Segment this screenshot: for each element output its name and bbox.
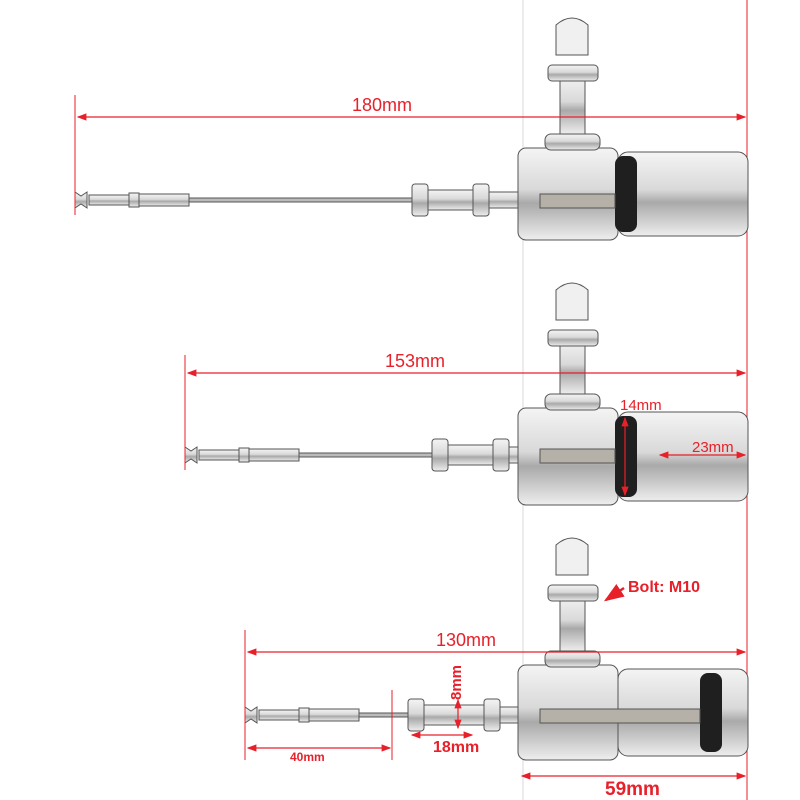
banjo-base xyxy=(544,393,601,411)
rod-boot xyxy=(508,446,519,464)
reservoir-cap xyxy=(617,151,749,237)
clevis-rod xyxy=(248,448,300,462)
rubber-seal xyxy=(615,156,637,232)
clevis-rod xyxy=(138,193,190,207)
piston-rod xyxy=(539,193,616,209)
rubber-seal xyxy=(700,673,722,752)
bleeder-stem xyxy=(559,74,586,135)
bleeder-stem xyxy=(559,594,586,652)
lock-nut xyxy=(492,438,510,472)
push-rod xyxy=(298,452,433,458)
reservoir-cap xyxy=(617,411,749,502)
threaded-rod xyxy=(423,704,485,726)
bleeder-nut xyxy=(547,64,599,82)
banjo-base xyxy=(544,650,601,668)
length-153-label: 153mm xyxy=(385,351,446,371)
bleeder-cap xyxy=(555,282,589,321)
clevis-rod xyxy=(198,449,240,461)
banjo-base xyxy=(544,133,601,151)
bolt-pointer-arrow xyxy=(603,584,625,602)
bolt-size-label: Bolt: M10 xyxy=(628,579,700,596)
bleeder-cap xyxy=(555,537,589,576)
length-180-label: 180mm xyxy=(352,95,413,115)
clevis-collar xyxy=(128,192,140,208)
thread-diameter-label: 8mm xyxy=(448,664,465,700)
clevis-end xyxy=(244,706,258,724)
seal-diameter-label: 14mm xyxy=(620,397,662,414)
lock-nut xyxy=(431,438,449,472)
clevis-end xyxy=(74,191,88,209)
body-length-label: 59mm xyxy=(605,779,660,800)
bleeder-stem xyxy=(559,339,586,395)
cylinder-assembly-1 xyxy=(74,17,749,241)
push-rod xyxy=(188,197,413,203)
lock-nut xyxy=(411,183,429,217)
clevis-rod xyxy=(308,708,360,722)
lock-nut xyxy=(472,183,490,217)
bleeder-cap xyxy=(555,17,589,56)
threaded-rod xyxy=(447,444,494,466)
bleeder-nut xyxy=(547,584,599,602)
clevis-end xyxy=(184,446,198,464)
rod-boot xyxy=(488,191,519,209)
cylinder-assembly-3 xyxy=(244,537,749,761)
cylinder-assembly-2 xyxy=(184,282,749,506)
bleeder-nut xyxy=(547,329,599,347)
lock-nut xyxy=(407,698,425,732)
length-130-label: 130mm xyxy=(436,630,497,650)
rod-boot xyxy=(499,706,519,724)
clevis-collar xyxy=(298,707,310,723)
clevis-rod xyxy=(258,709,300,721)
clevis-rod xyxy=(88,194,130,206)
thread-length-label: 18mm xyxy=(433,739,480,756)
clevis-collar xyxy=(238,447,250,463)
piston-rod xyxy=(539,708,701,724)
clevis-length-label: 40mm xyxy=(290,750,325,764)
cap-length-label: 23mm xyxy=(692,439,734,456)
piston-rod xyxy=(539,448,616,464)
threaded-rod xyxy=(427,189,474,211)
push-rod xyxy=(358,712,409,718)
rubber-seal xyxy=(615,416,637,497)
lock-nut xyxy=(483,698,501,732)
